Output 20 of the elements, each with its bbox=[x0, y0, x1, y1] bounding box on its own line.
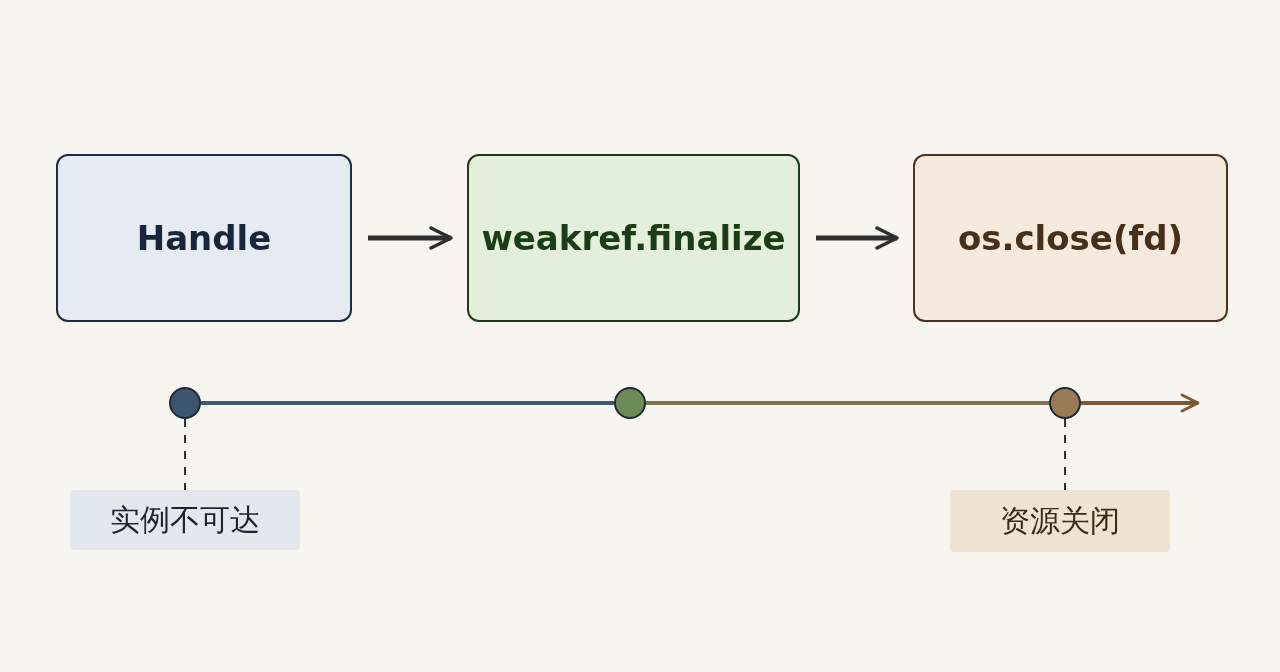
timeline-dot bbox=[169, 387, 201, 419]
label-tag bbox=[70, 490, 300, 550]
process-box bbox=[913, 154, 1228, 322]
arrow bbox=[816, 226, 899, 250]
timeline-line bbox=[646, 401, 1049, 405]
leader-line bbox=[1064, 418, 1066, 491]
leader-line bbox=[184, 418, 186, 491]
node-text: 资源关闭 bbox=[1000, 501, 1120, 540]
timeline-line bbox=[1081, 393, 1200, 413]
node-text: weakref.finalize bbox=[481, 218, 786, 258]
timeline-dot bbox=[1049, 387, 1081, 419]
timeline-dot bbox=[614, 387, 646, 419]
node-text: os.close(fd) bbox=[957, 218, 1184, 258]
label-tag bbox=[950, 490, 1170, 552]
timeline-line bbox=[201, 401, 614, 405]
process-box bbox=[56, 154, 352, 322]
node-text: Handle bbox=[136, 218, 272, 258]
process-box bbox=[467, 154, 800, 322]
node-text: 实例不可达 bbox=[110, 500, 260, 539]
arrow bbox=[368, 226, 453, 250]
